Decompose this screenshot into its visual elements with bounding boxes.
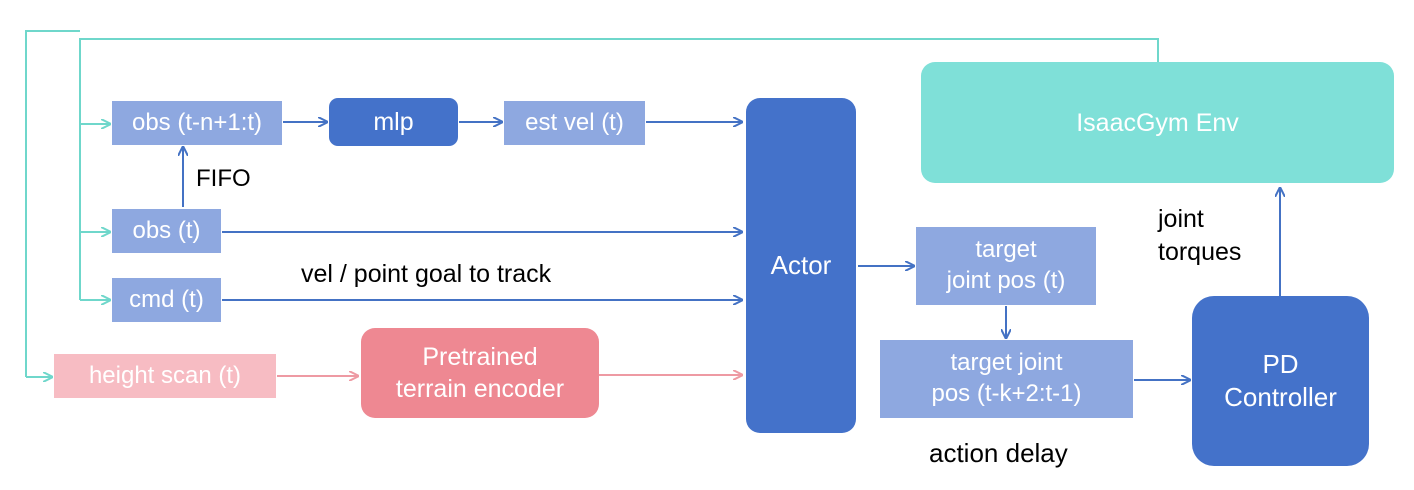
env-feedback-line bbox=[79, 38, 1159, 300]
height-scan-box: height scan (t) bbox=[54, 354, 276, 398]
target-joint-pos-history-box: target joint pos (t-k+2:t-1) bbox=[880, 340, 1133, 418]
mlp-box: mlp bbox=[329, 98, 458, 146]
obs-history-box: obs (t-n+1:t) bbox=[112, 101, 282, 145]
actor-box: Actor bbox=[746, 98, 856, 433]
command-note-label: vel / point goal to track bbox=[301, 260, 552, 288]
obs-box: obs (t) bbox=[112, 209, 221, 253]
cmd-box: cmd (t) bbox=[112, 278, 221, 322]
target-joint-pos-box: target joint pos (t) bbox=[916, 227, 1096, 305]
env-outer-feedback-line bbox=[25, 30, 80, 377]
terrain-encoder-box: Pretrained terrain encoder bbox=[361, 328, 599, 418]
action-delay-label: action delay bbox=[929, 438, 1068, 468]
fifo-label: FIFO bbox=[196, 165, 251, 192]
isaacgym-env-box: IsaacGym Env bbox=[921, 62, 1394, 183]
joint-torques-label: joint torques bbox=[1158, 205, 1242, 267]
pd-controller-box: PD Controller bbox=[1192, 296, 1369, 466]
est-vel-box: est vel (t) bbox=[504, 101, 645, 145]
